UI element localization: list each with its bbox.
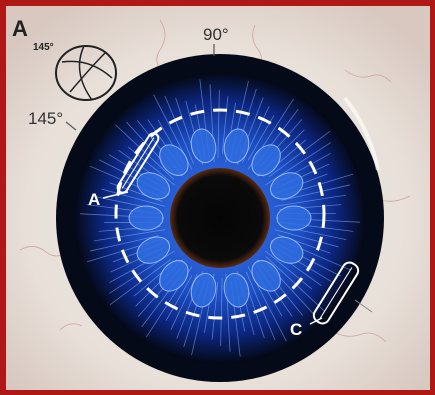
incision-c-label: C — [290, 320, 302, 339]
inset-angle-label: 145° — [33, 42, 54, 53]
incision-a-label: A — [88, 190, 100, 209]
iris-petal — [277, 206, 311, 230]
panel-label: A — [12, 16, 28, 41]
angle-145-label: 145° — [28, 109, 63, 128]
iris-petal — [129, 206, 163, 230]
pupil — [170, 168, 270, 268]
angle-90-label: 90° — [203, 25, 229, 44]
